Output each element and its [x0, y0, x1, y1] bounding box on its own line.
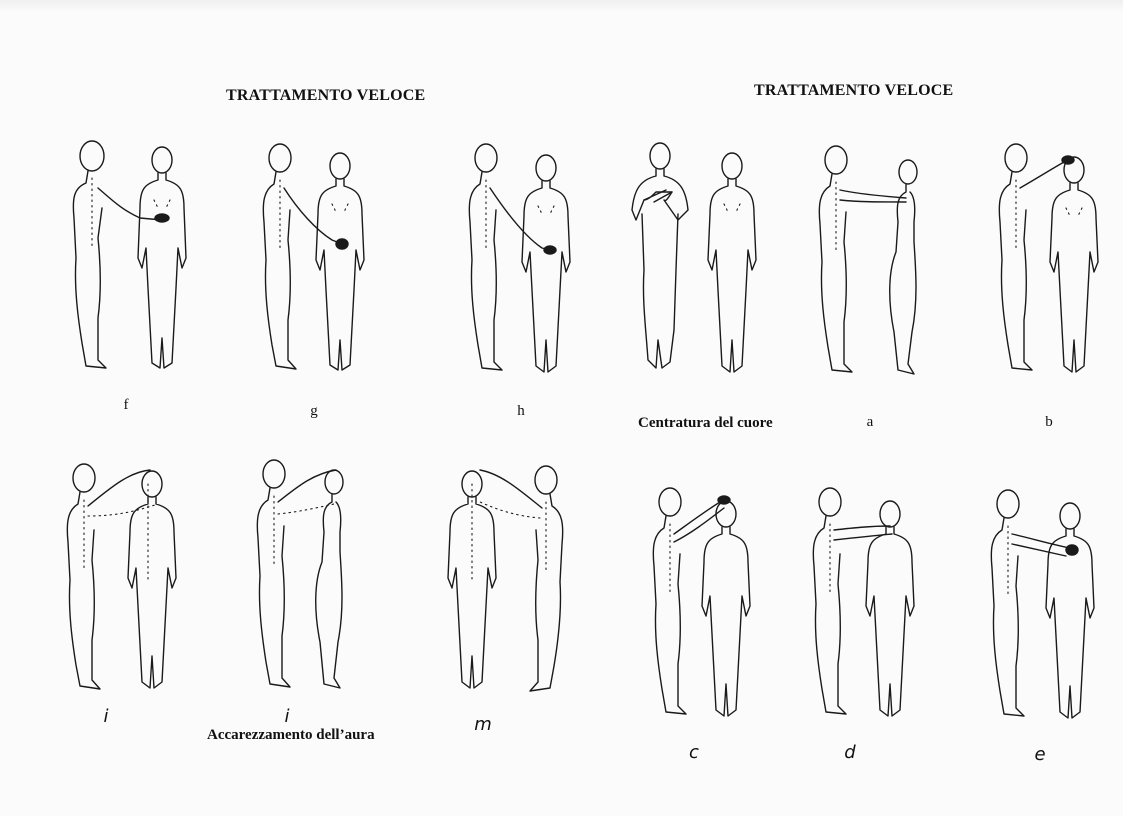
label-h: h — [517, 403, 525, 419]
label-f: f — [123, 397, 129, 413]
left-title: TRATTAMENTO VELOCE — [226, 87, 426, 104]
label-a: a — [866, 414, 874, 430]
illustration-d — [812, 487, 915, 717]
caption-heart-centering: Centratura del cuore — [638, 415, 773, 431]
illustration-i-2 — [256, 459, 344, 689]
label-i-1: i — [103, 706, 109, 727]
illustration-b — [998, 143, 1099, 373]
illustration-a — [818, 145, 918, 375]
right-title: TRATTAMENTO VELOCE — [754, 82, 954, 99]
label-e: e — [1034, 744, 1046, 765]
scan-edge — [0, 0, 1123, 12]
illustration-f — [72, 140, 187, 369]
caption-aura-stroking: Accarezzamento dell’aura — [207, 727, 375, 743]
illustration-c — [652, 487, 751, 717]
illustration-g — [262, 143, 365, 371]
illustration-m — [447, 465, 564, 692]
label-i-2: i — [284, 706, 290, 727]
label-c: c — [689, 742, 699, 763]
label-m: m — [474, 714, 492, 735]
illustration-i-1 — [66, 463, 177, 690]
label-b: b — [1045, 414, 1053, 430]
illustration-e — [990, 489, 1095, 719]
illustration-h — [468, 143, 571, 373]
label-d: d — [844, 742, 856, 763]
illustration-heart-centering — [631, 142, 757, 373]
label-g: g — [310, 403, 318, 419]
